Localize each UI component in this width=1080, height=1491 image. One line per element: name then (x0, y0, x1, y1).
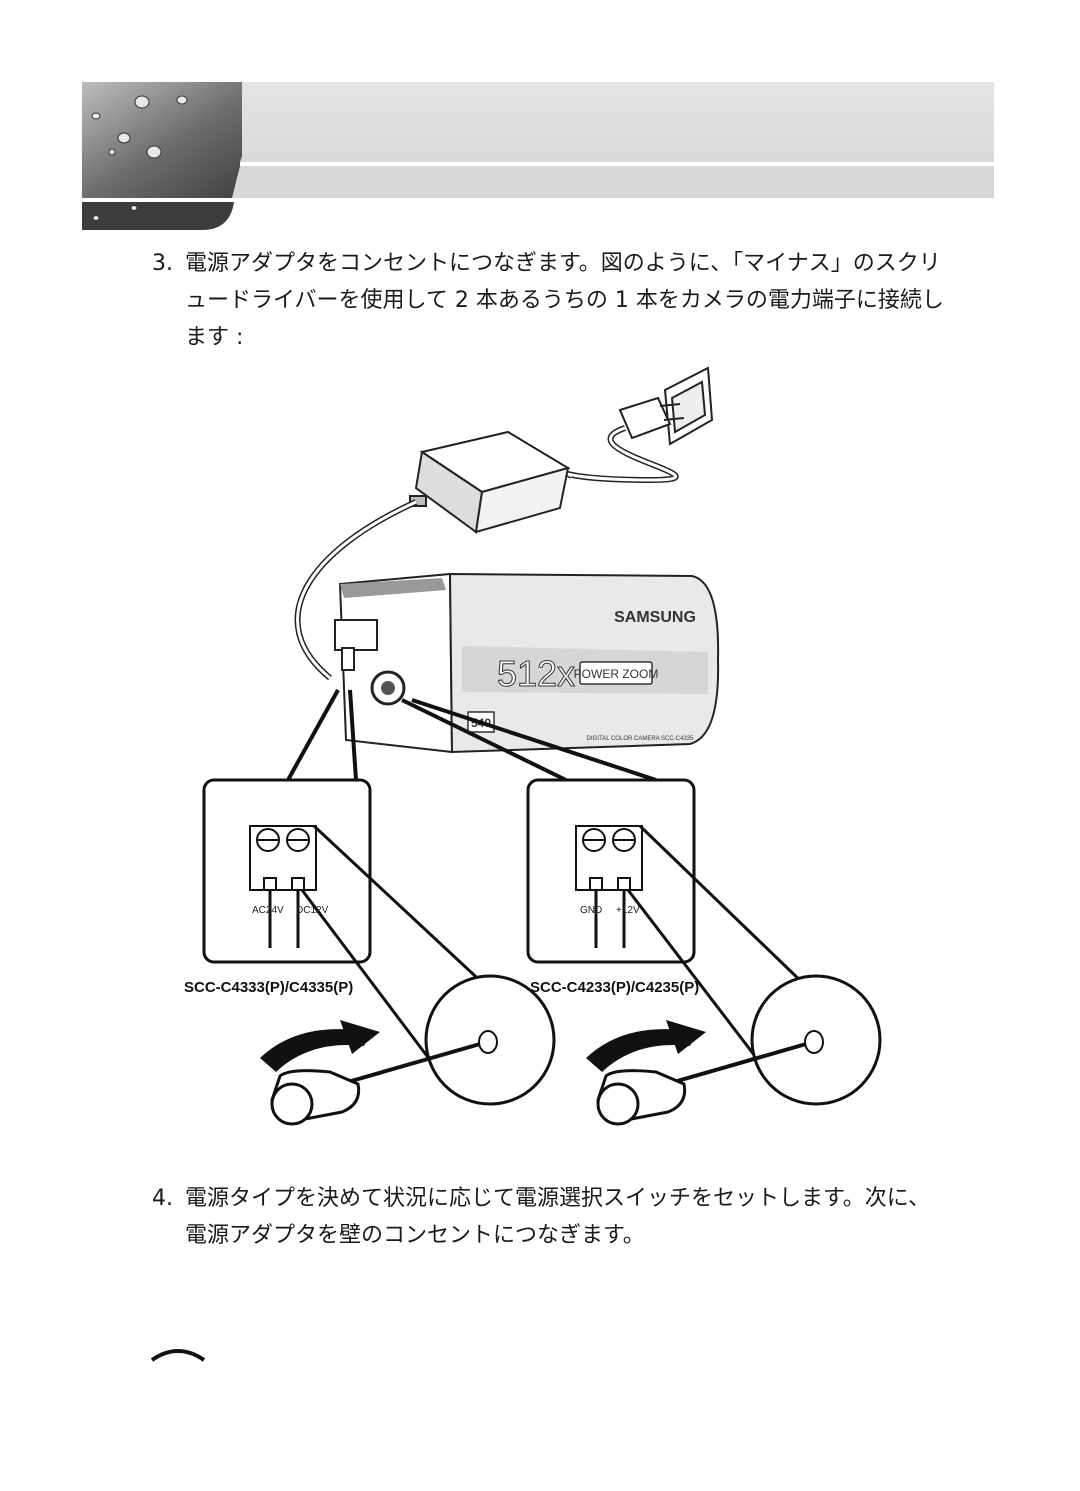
step-number: 4. (152, 1186, 173, 1211)
screwdriver-detail-right (586, 974, 882, 1126)
step-3: 3. 電源アダプタをコンセントにつなぎます。図のように、「マイナス」のスクリュー… (152, 245, 945, 356)
step-text: 電源タイプを決めて状況に応じて電源選択スイッチをセットします。次に、電源アダプタ… (185, 1186, 931, 1248)
zoom-label: POWER ZOOM (574, 667, 659, 681)
connection-illustration: SAMSUNG 512x POWER ZOOM 540 DIGITAL COLO… (184, 366, 882, 1126)
step-text: 電源アダプタをコンセントにつなぎます。図のように、「マイナス」のスクリュードライ… (185, 251, 944, 350)
terminal-left-label: AC24V (252, 905, 284, 916)
right-panel-caption: SCC-C4233(P)/C4235(P) (530, 979, 699, 996)
left-panel-caption: SCC-C4333(P)/C4335(P) (184, 979, 353, 996)
camera-model: DIGITAL COLOR CAMERA SCC-C4335 (587, 736, 694, 742)
terminal-right-label: DC12V (296, 905, 329, 916)
terminal-right-label: +12V (616, 905, 640, 916)
power-plug (618, 396, 685, 440)
zoom-badge: 512x (497, 653, 575, 694)
power-adapter (409, 430, 571, 534)
step-4: 4. 電源タイプを決めて状況に応じて電源選択スイッチをセットします。次に、電源ア… (152, 1180, 945, 1254)
step-number: 3. (152, 251, 173, 276)
camera-brand: SAMSUNG (614, 609, 696, 626)
terminal-left-label: GND (580, 905, 602, 916)
wall-outlet (663, 366, 714, 446)
header-band (82, 82, 994, 230)
water-drops-photo (82, 82, 242, 230)
camera: SAMSUNG 512x POWER ZOOM 540 DIGITAL COLO… (334, 572, 720, 754)
terminal-panel-right: GND +12V (526, 778, 696, 964)
terminal-panel-left: AC24V DC12V (202, 778, 372, 964)
screwdriver-detail-left (260, 974, 556, 1126)
page-tab-arc (150, 1349, 206, 1362)
